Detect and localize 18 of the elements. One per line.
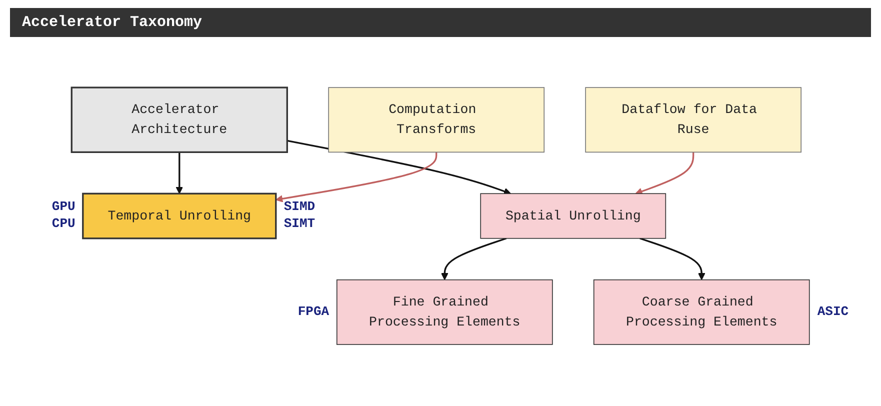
platform-label: FPGA	[298, 304, 330, 321]
arrow	[287, 140, 512, 195]
node-box: Spatial Unrolling	[480, 193, 666, 239]
node-box: Computation Transforms	[328, 87, 545, 153]
arrow	[635, 152, 694, 195]
node-box: Coarse Grained Processing Elements	[593, 279, 810, 345]
platform-label: SIMD SIMT	[284, 199, 316, 233]
node-box: Dataflow for Data Ruse	[585, 87, 802, 153]
arrow	[176, 152, 184, 194]
arrow	[640, 238, 706, 280]
arrow	[441, 238, 507, 280]
platform-label: ASIC	[817, 304, 849, 321]
platform-label: GPU CPU	[52, 199, 76, 233]
arrow	[276, 152, 438, 202]
node-box: Fine Grained Processing Elements	[336, 279, 553, 345]
node-box: Accelerator Architecture	[70, 86, 288, 153]
title-bar: Accelerator Taxonomy	[10, 8, 871, 37]
node-box: Temporal Unrolling	[82, 192, 277, 240]
